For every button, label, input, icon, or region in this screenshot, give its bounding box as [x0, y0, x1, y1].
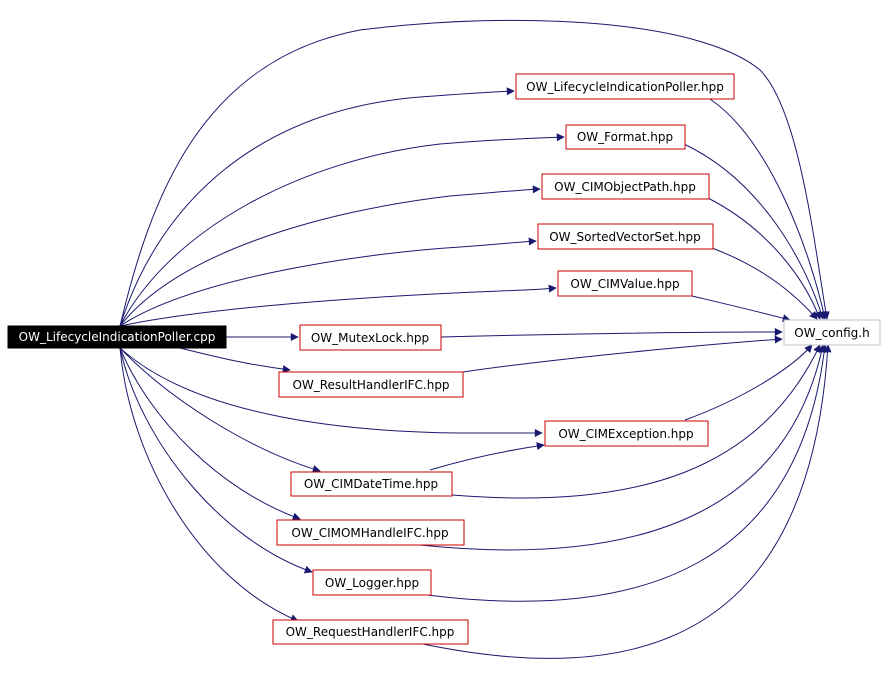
- source-node[interactable]: OW_LifecycleIndicationPoller.cpp: [7, 325, 227, 349]
- edge-source-to-n8: [119, 347, 543, 437]
- header-node-label: OW_CIMException.hpp: [558, 427, 693, 441]
- header-node-n11[interactable]: OW_Logger.hpp: [312, 569, 432, 596]
- edge-source-to-n12: [119, 347, 299, 622]
- edges-group: [119, 19, 832, 659]
- header-node-label: OW_MutexLock.hpp: [311, 331, 429, 345]
- header-node-n9[interactable]: OW_CIMDateTime.hpp: [290, 471, 453, 497]
- edge-source-to-n2: [119, 133, 565, 327]
- edge-n9-to-config: [451, 344, 821, 499]
- header-node-label: OW_CIMOMHandleIFC.hpp: [291, 526, 448, 540]
- header-node-n5[interactable]: OW_CIMValue.hpp: [557, 270, 693, 297]
- edge-n9-to-n8: [429, 442, 545, 471]
- edge-n12-to-config: [417, 344, 832, 659]
- header-node-n2[interactable]: OW_Format.hpp: [565, 124, 686, 150]
- header-node-label: OW_CIMDateTime.hpp: [304, 477, 438, 491]
- header-node-n3[interactable]: OW_CIMObjectPath.hpp: [541, 173, 710, 200]
- edge-n8-to-config: [684, 344, 813, 421]
- edge-source-to-n10: [119, 347, 301, 521]
- source-node-label: OW_LifecycleIndicationPoller.cpp: [19, 330, 216, 344]
- edge-n10-to-config: [419, 344, 826, 551]
- header-node-label: OW_Logger.hpp: [325, 576, 419, 590]
- header-node-label: OW_LifecycleIndicationPoller.hpp: [526, 80, 724, 94]
- edge-source-to-n4: [119, 237, 537, 327]
- edge-source-to-n1: [119, 87, 515, 327]
- target-node[interactable]: OW_config.h: [783, 319, 881, 346]
- header-node-n7[interactable]: OW_ResultHandlerIFC.hpp: [278, 371, 464, 398]
- target-node-label: OW_config.h: [794, 326, 869, 340]
- header-node-n4[interactable]: OW_SortedVectorSet.hpp: [537, 223, 714, 250]
- edge-n1-to-config: [709, 98, 828, 320]
- edge-source-to-n7: [179, 347, 291, 374]
- header-node-n8[interactable]: OW_CIMException.hpp: [544, 420, 709, 447]
- header-node-label: OW_ResultHandlerIFC.hpp: [292, 378, 449, 392]
- header-node-label: OW_SortedVectorSet.hpp: [549, 230, 701, 244]
- edge-source-to-n3: [119, 185, 541, 327]
- header-node-n12[interactable]: OW_RequestHandlerIFC.hpp: [272, 619, 469, 645]
- edge-n5-to-config: [691, 295, 791, 323]
- edge-n7-to-config: [462, 335, 783, 373]
- edge-source-to-n11: [119, 347, 313, 574]
- header-node-n6[interactable]: OW_MutexLock.hpp: [299, 324, 442, 351]
- edge-n4-to-config: [711, 247, 818, 320]
- edge-n11-to-config: [419, 344, 829, 602]
- header-node-label: OW_RequestHandlerIFC.hpp: [286, 625, 455, 639]
- header-node-label: OW_Format.hpp: [577, 130, 673, 144]
- header-node-n1[interactable]: OW_LifecycleIndicationPoller.hpp: [515, 73, 735, 100]
- header-node-n10[interactable]: OW_CIMOMHandleIFC.hpp: [276, 519, 465, 546]
- edge-source-to-n9: [119, 347, 321, 473]
- edge-n2-to-config: [683, 143, 825, 320]
- edge-n3-to-config: [707, 197, 822, 320]
- edge-source-to-config-top: [119, 19, 830, 327]
- edge-source-to-n5: [119, 284, 557, 327]
- edge-n6-to-config: [440, 328, 783, 338]
- header-node-label: OW_CIMObjectPath.hpp: [554, 180, 696, 194]
- header-node-label: OW_CIMValue.hpp: [570, 277, 679, 291]
